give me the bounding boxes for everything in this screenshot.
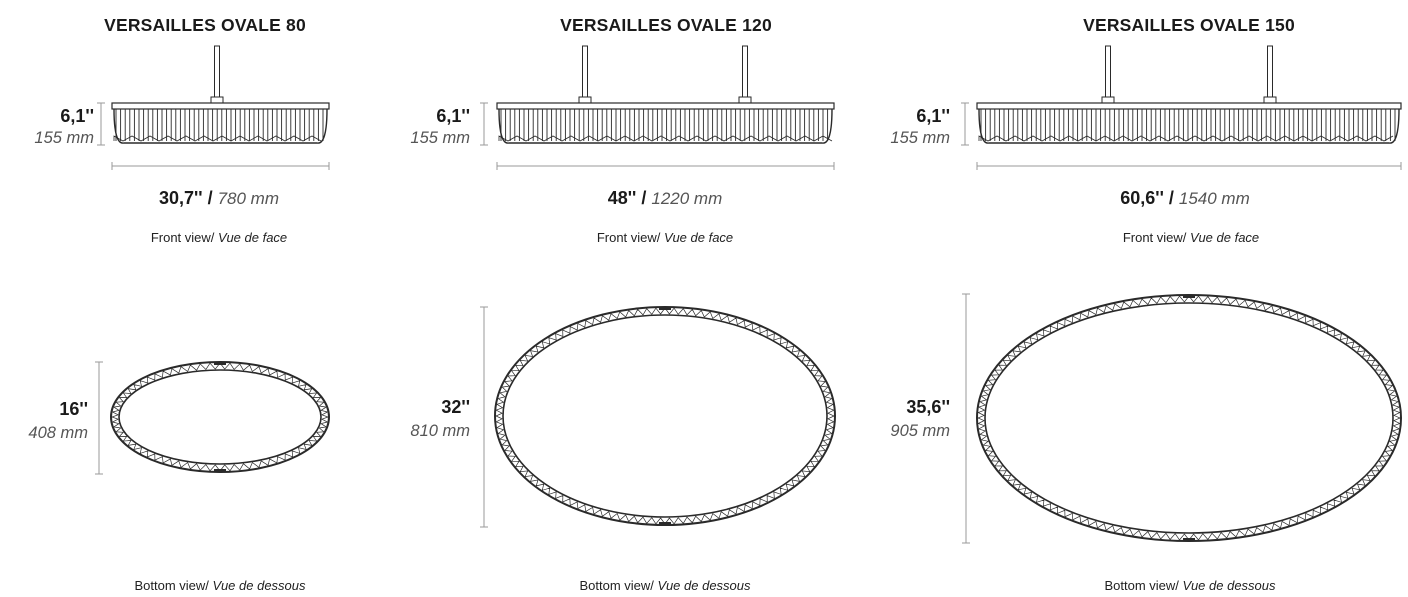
suspension-rod bbox=[214, 45, 220, 99]
front-height-inches: 6,1'' bbox=[436, 106, 470, 126]
canopy-frame bbox=[111, 102, 330, 110]
crystal-ring-outline bbox=[978, 108, 1400, 144]
front-view-drawing bbox=[496, 45, 835, 144]
front-width-inches: 48'' bbox=[607, 188, 637, 208]
crystal-ring-outline bbox=[113, 108, 328, 144]
front-height-dimension bbox=[961, 102, 969, 146]
mount-points bbox=[214, 363, 226, 471]
crystal-facets bbox=[113, 135, 322, 142]
crystal-facets bbox=[498, 135, 833, 142]
bottom-depth-inches: 32'' bbox=[441, 397, 470, 417]
mount-points bbox=[1183, 296, 1195, 540]
rod-connector bbox=[210, 96, 224, 104]
bottom-view-drawing bbox=[110, 361, 330, 473]
front-height-dimension bbox=[480, 102, 488, 146]
front-width-label: 30,7'' / 780 mm bbox=[159, 188, 279, 209]
bottom-view-drawing bbox=[494, 306, 836, 526]
bottom-view-caption: Bottom view/ Vue de dessous bbox=[134, 578, 306, 593]
front-width-inches: 30,7'' bbox=[158, 188, 203, 208]
front-view-drawing bbox=[111, 45, 330, 144]
suspension-rod bbox=[582, 45, 588, 99]
front-view-caption: Front view/ Vue de face bbox=[150, 230, 288, 245]
bottom-depth-inches: 35,6'' bbox=[906, 397, 950, 417]
front-width-label: 60,6'' / 1540 mm bbox=[1120, 188, 1249, 209]
inner-ring bbox=[118, 369, 322, 465]
front-width-separator: / bbox=[202, 188, 218, 208]
rod-connector bbox=[578, 96, 592, 104]
canopy-frame bbox=[976, 102, 1402, 110]
front-width-mm: 780 mm bbox=[217, 189, 280, 208]
bottom-view-drawing bbox=[976, 294, 1402, 542]
rod-connector bbox=[738, 96, 752, 104]
outer-ring bbox=[110, 361, 330, 473]
front-width-separator: / bbox=[636, 188, 652, 208]
model-title: VERSAILLES OVALE 80 bbox=[104, 15, 306, 35]
inner-ring bbox=[502, 314, 828, 518]
front-height-dimension bbox=[97, 102, 105, 146]
crystal-prisms bbox=[980, 109, 1396, 141]
model-title: VERSAILLES OVALE 150 bbox=[1083, 15, 1295, 35]
crystal-prisms bbox=[500, 109, 829, 141]
front-width-mm: 1540 mm bbox=[1178, 189, 1250, 208]
front-height-mm: 155 mm bbox=[890, 129, 950, 147]
front-width-label: 48'' / 1220 mm bbox=[608, 188, 722, 209]
front-width-dimension bbox=[976, 162, 1402, 170]
bottom-depth-dimension bbox=[962, 293, 970, 544]
crystal-prisms bbox=[115, 109, 324, 141]
rod-connector bbox=[1263, 96, 1277, 104]
crystal-ring-outline bbox=[498, 108, 833, 144]
crystal-pattern bbox=[495, 307, 835, 525]
front-width-inches: 60,6'' bbox=[1120, 188, 1164, 208]
bottom-depth-inches: 16'' bbox=[59, 399, 88, 419]
front-view-caption: Front view/ Vue de face bbox=[1122, 230, 1260, 245]
front-height-inches: 6,1'' bbox=[916, 106, 950, 126]
bottom-depth-mm: 905 mm bbox=[890, 422, 950, 440]
bottom-depth-dimension bbox=[480, 306, 488, 528]
model-title: VERSAILLES OVALE 120 bbox=[560, 15, 772, 35]
front-width-mm: 1220 mm bbox=[651, 189, 723, 208]
bottom-depth-mm: 810 mm bbox=[410, 422, 470, 440]
crystal-pattern bbox=[110, 362, 330, 472]
front-width-dimension bbox=[496, 162, 835, 170]
bottom-view-caption: Bottom view/ Vue de dessous bbox=[1104, 578, 1276, 593]
bottom-view-caption: Bottom view/ Vue de dessous bbox=[579, 578, 751, 593]
suspension-rod bbox=[742, 45, 748, 99]
front-height-mm: 155 mm bbox=[410, 129, 470, 147]
front-view-caption: Front view/ Vue de face bbox=[596, 230, 734, 245]
canopy-frame bbox=[496, 102, 835, 110]
outer-ring bbox=[494, 306, 836, 526]
front-width-dimension bbox=[111, 162, 330, 170]
suspension-rod bbox=[1267, 45, 1273, 99]
front-height-mm: 155 mm bbox=[34, 129, 94, 147]
crystal-pattern bbox=[977, 295, 1401, 541]
bottom-depth-dimension bbox=[95, 361, 103, 475]
front-width-separator: / bbox=[1163, 188, 1179, 208]
crystal-facets bbox=[978, 135, 1394, 142]
mount-points bbox=[659, 308, 671, 524]
bottom-depth-mm: 408 mm bbox=[28, 424, 88, 442]
outer-ring bbox=[976, 294, 1402, 542]
front-view-drawing bbox=[976, 45, 1402, 144]
suspension-rod bbox=[1105, 45, 1111, 99]
inner-ring bbox=[984, 302, 1394, 534]
front-height-inches: 6,1'' bbox=[60, 106, 94, 126]
rod-connector bbox=[1101, 96, 1115, 104]
